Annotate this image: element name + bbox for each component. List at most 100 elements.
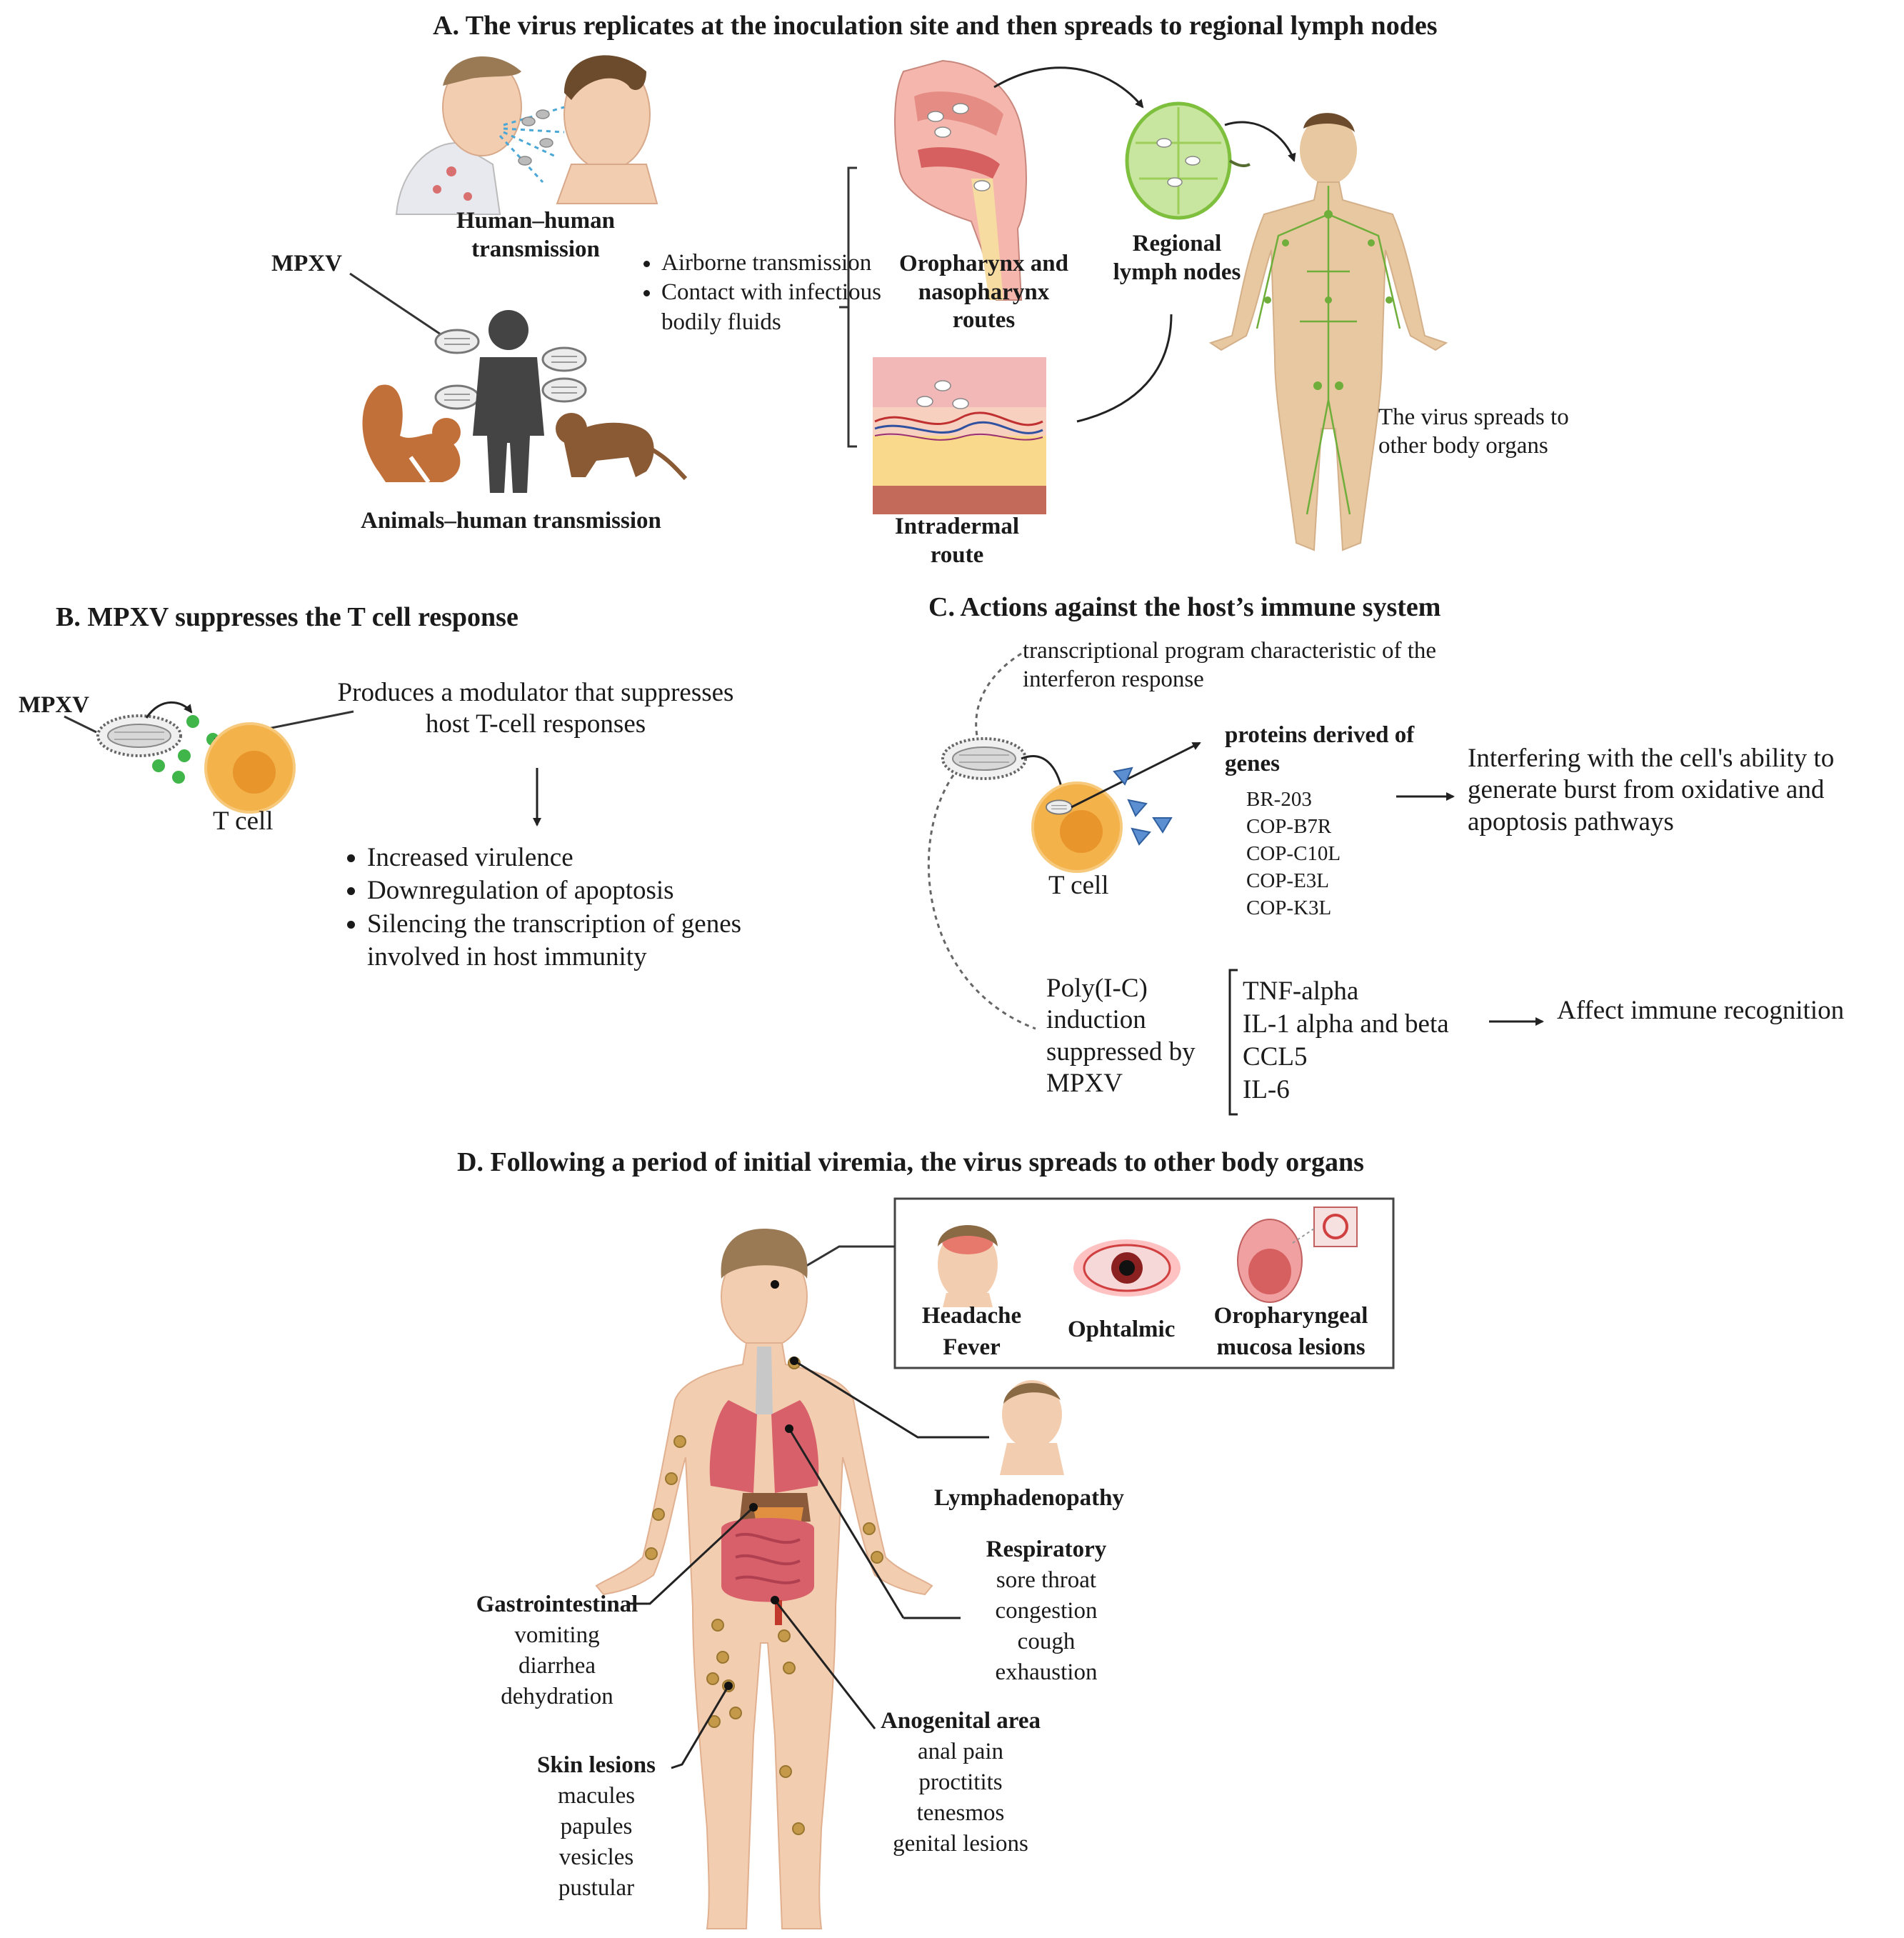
body-lymphatic-illustration (1208, 113, 1448, 551)
modulator-text: Produces a modulator that suppresses hos… (337, 678, 734, 739)
mpxv-label-b: MPXV (19, 692, 89, 718)
animal-transmission-label: Animals–human transmission (361, 508, 661, 534)
effect-item: Downregulation of apoptosis (367, 874, 881, 907)
squirrel-illustration (362, 384, 461, 484)
anogenital-item: tenesmos (916, 1800, 1005, 1826)
respiratory-group: Respiratory sore throat congestion cough… (961, 1534, 1132, 1688)
gastro-item: dehydration (501, 1684, 613, 1709)
anogenital-item: genital lesions (893, 1831, 1028, 1857)
organ-connectors (628, 1359, 989, 1769)
anogenital-title: Anogenital area (881, 1708, 1041, 1734)
respiratory-item: sore throat (996, 1567, 1097, 1593)
arrow-lymph-to-body (1224, 121, 1296, 162)
intradermal-label: Intradermal route (894, 514, 1020, 568)
headache-face-illustration (938, 1225, 998, 1307)
ophtalmic-label: Ophtalmic (1068, 1317, 1176, 1342)
proteins-label: proteins derived of genes (1225, 722, 1415, 776)
human-silhouette-illustration (473, 310, 544, 493)
headache-fever-label: Headache Fever (913, 1300, 1031, 1363)
cytokines-list: TNF-alpha IL-1 alpha and beta CCL5 IL-6 (1243, 975, 1449, 1107)
t-cell-label-b: T cell (213, 806, 274, 836)
t-cell-icon-c (1031, 781, 1123, 873)
panel-b-title: B. MPXV suppresses the T cell response (56, 602, 518, 632)
oropharynx-label: Oropharynx and nasopharynx routes (899, 251, 1068, 334)
gene-item: COP-K3L (1246, 896, 1332, 919)
polyic-text: Poly(I-C) induction suppressed by MPXV (1046, 974, 1196, 1099)
effects-list: Increased virulence Downregulation of ap… (336, 841, 881, 974)
eye-illustration (1073, 1239, 1181, 1297)
oro-mucosa-label: Oropharyngeal mucosa lesions (1213, 1303, 1368, 1360)
virion-in-cell (1046, 799, 1073, 815)
gastro-item: vomiting (514, 1622, 600, 1648)
route-item: Airborne transmission (661, 249, 883, 278)
t-cell-icon-b (204, 722, 296, 814)
mouth-illustration (1237, 1207, 1358, 1303)
dashed-line-interferon (975, 652, 1022, 736)
gastro-title: Gastrointestinal (476, 1592, 638, 1617)
dashed-line-polyic (927, 774, 1036, 1030)
virion-icon-a4 (541, 377, 587, 403)
cytokine-item: CCL5 (1243, 1042, 1308, 1072)
respiratory-title: Respiratory (986, 1537, 1107, 1562)
gene-item: BR-203 (1246, 788, 1312, 811)
effect-item: Increased virulence (367, 841, 881, 874)
virion-icon-a3 (541, 346, 587, 372)
mpxv-label-a: MPXV (271, 251, 342, 276)
symptom-item: Headache (921, 1303, 1022, 1329)
gene-item: COP-E3L (1246, 869, 1329, 892)
cytokine-item: IL-6 (1243, 1075, 1290, 1104)
mpxv-pointer-line-a (349, 272, 444, 337)
panel-c-title: C. Actions against the host’s immune sys… (928, 592, 1441, 622)
human-transmission-label: Human–human transmission (456, 208, 615, 262)
anogenital-group: Anogenital area anal pain proctitits ten… (861, 1706, 1061, 1859)
panel-a-title: A. The virus replicates at the inoculati… (433, 11, 1438, 41)
monkey-illustration (556, 413, 688, 481)
panel-d-title: D. Following a period of initial viremia… (457, 1147, 1364, 1177)
arrow-virus-to-tcell (1021, 755, 1066, 794)
spread-text-a: The virus spreads to other body organs (1378, 404, 1569, 459)
transmission-routes-list: Airborne transmission Contact with infec… (630, 249, 883, 337)
virion-icon-a2 (434, 384, 480, 410)
lymph-node-illustration (1125, 101, 1251, 220)
route-item: Contact with infectious bodily fluids (661, 278, 883, 337)
symptom-item: Fever (943, 1334, 1001, 1360)
panel-b-art (64, 701, 541, 826)
arrow-virus-to-modulator (145, 701, 193, 719)
skin-title: Skin lesions (537, 1752, 656, 1778)
arrow-skin-to-lymph (1076, 314, 1173, 423)
skin-item: macules (557, 1783, 636, 1809)
arrow-oro-to-lymph (993, 66, 1144, 109)
virion-icon-c (941, 737, 1027, 780)
skin-lesions-group: Skin lesions macules papules vesicles pu… (518, 1750, 675, 1904)
gene-item: COP-C10L (1246, 842, 1341, 865)
cytokine-item: TNF-alpha (1243, 977, 1359, 1006)
regional-lymph-label: Regional lymph nodes (1113, 231, 1241, 285)
gastro-item: diarrhea (518, 1653, 596, 1679)
t-cell-label-c: T cell (1048, 871, 1109, 900)
respiratory-item: congestion (995, 1598, 1098, 1624)
panel-a-art (349, 55, 1448, 551)
virion-icon-a1 (434, 329, 480, 354)
anogenital-item: anal pain (917, 1739, 1004, 1764)
cytokine-item: IL-1 alpha and beta (1243, 1009, 1449, 1039)
skin-item: pustular (558, 1875, 635, 1901)
anogenital-item: proctitits (918, 1769, 1003, 1795)
oropharynx-illustration (894, 59, 1027, 301)
panel-d-art (595, 1197, 1395, 1929)
respiratory-item: cough (1017, 1629, 1076, 1654)
protein-triangles (1113, 766, 1173, 846)
interfering-text: Interfering with the cell's ability to g… (1468, 744, 1835, 836)
lymphadenopathy-illustration (1000, 1380, 1064, 1475)
cytokines-bracket (1228, 969, 1238, 1116)
affect-text: Affect immune recognition (1557, 996, 1845, 1025)
panel-c-art (927, 652, 1544, 1116)
body-organs-illustration (595, 1229, 933, 1929)
interferon-text: transcriptional program characteristic o… (1023, 638, 1437, 692)
effect-item: Silencing the transcription of genes inv… (367, 908, 838, 974)
skin-item: vesicles (558, 1844, 634, 1870)
skin-item: papules (560, 1814, 633, 1839)
arrow-cell-to-proteins (1071, 741, 1201, 809)
human-transmission-illustration (395, 55, 658, 215)
skin-illustration (873, 357, 1046, 514)
